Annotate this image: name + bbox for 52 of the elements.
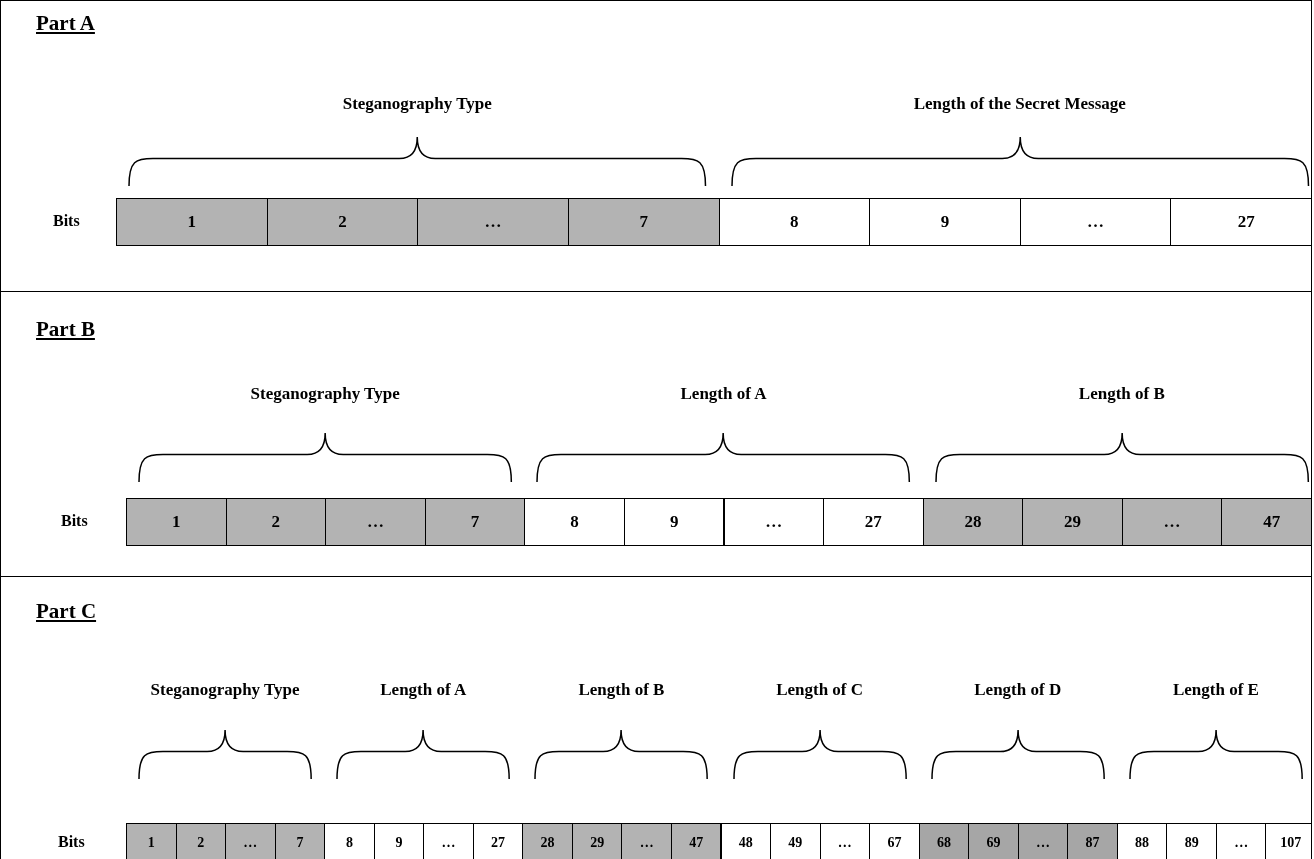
bit-cell: … xyxy=(621,823,672,859)
bit-cell: 28 xyxy=(522,823,573,859)
bit-cell: 1 xyxy=(126,823,177,859)
row-label: Bits xyxy=(53,212,80,230)
bit-cell: … xyxy=(1121,498,1223,546)
bit-cell: … xyxy=(723,498,825,546)
bit-cell: 69 xyxy=(968,823,1019,859)
bit-cell: … xyxy=(225,823,276,859)
field-label: Length of B xyxy=(577,679,666,701)
bit-cell: 28 xyxy=(922,498,1024,546)
bit-cell: 68 xyxy=(918,823,970,859)
bit-cell: 7 xyxy=(274,823,326,859)
bit-cell: 7 xyxy=(567,198,720,246)
bit-cell: 1 xyxy=(116,198,268,246)
row-label: Bits xyxy=(61,512,88,530)
part-heading: Part C xyxy=(36,599,97,624)
bit-cell: 47 xyxy=(1221,498,1311,546)
field-label: Steganography Type xyxy=(341,93,493,115)
bit-cell: 2 xyxy=(266,198,419,246)
field-label: Length of E xyxy=(1171,679,1260,701)
field-label: Steganography Type xyxy=(149,679,301,701)
field-label: Length of A xyxy=(679,383,768,405)
field-label: Length of C xyxy=(775,679,865,701)
bit-cell: 87 xyxy=(1067,823,1118,859)
field-label: Length of the Secret Message xyxy=(912,93,1127,115)
bit-cell: 29 xyxy=(1022,498,1123,546)
bit-cell: 9 xyxy=(623,498,725,546)
bit-cell: 8 xyxy=(524,498,625,546)
part-panel xyxy=(0,291,1312,577)
bit-cell: … xyxy=(1019,198,1172,246)
bit-cell: … xyxy=(1017,823,1069,859)
part-panel xyxy=(0,576,1312,859)
bit-cell: 8 xyxy=(718,198,871,246)
bit-cell: … xyxy=(325,498,426,546)
field-label: Length of D xyxy=(973,679,1063,701)
row-label: Bits xyxy=(58,833,85,851)
bit-cell: 48 xyxy=(720,823,772,859)
bit-cell: 7 xyxy=(424,498,526,546)
bit-cell: 2 xyxy=(175,823,227,859)
bit-cell: 29 xyxy=(571,823,623,859)
bit-cell: 47 xyxy=(670,823,722,859)
field-label: Steganography Type xyxy=(249,383,401,405)
part-heading: Part A xyxy=(36,11,95,36)
bit-cell: 9 xyxy=(869,198,1021,246)
field-label: Length of B xyxy=(1077,383,1166,405)
field-label: Length of A xyxy=(379,679,468,701)
part-panel xyxy=(0,0,1312,292)
bit-cell: 1 xyxy=(126,498,227,546)
bit-cell: 2 xyxy=(225,498,327,546)
bit-cell: … xyxy=(417,198,569,246)
part-heading: Part B xyxy=(36,317,95,342)
bit-cell: 27 xyxy=(1170,198,1311,246)
